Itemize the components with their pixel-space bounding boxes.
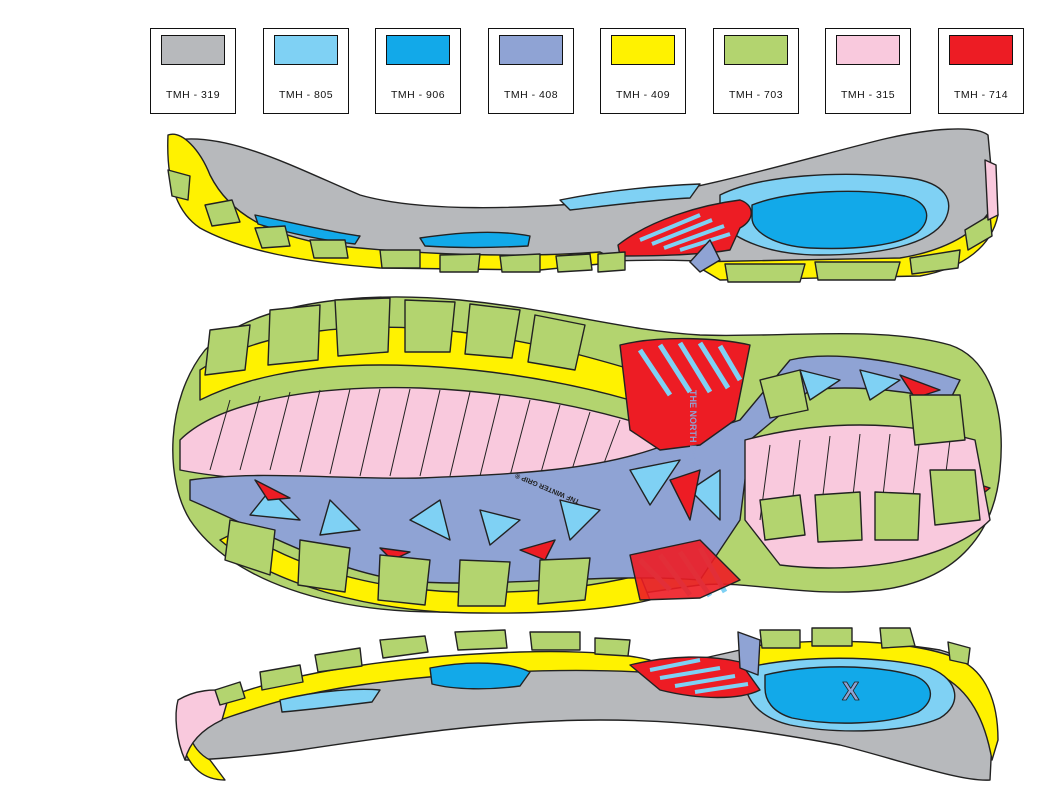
top-lug	[204, 199, 241, 227]
brand-logo-text: THE NORTH FACE	[688, 390, 698, 469]
bottom-side-view: X	[175, 627, 999, 781]
swatch-chip	[386, 35, 450, 65]
swatch-7: TMH - 714	[938, 28, 1024, 114]
swatch-code: TMH - 319	[165, 89, 221, 101]
top-mid-cushion	[419, 231, 531, 249]
top-lug	[309, 239, 349, 259]
top-lug	[379, 249, 421, 269]
swatch-chip	[499, 35, 563, 65]
top-side-view	[167, 128, 999, 283]
bottom-forefoot-cushion	[429, 662, 531, 690]
bottom-lug	[379, 635, 429, 659]
bottom-toe-pink	[175, 689, 231, 761]
swatch-code: TMH - 408	[503, 89, 559, 101]
heel-lug	[909, 394, 966, 446]
bottom-heel-cushion-dark	[764, 666, 932, 724]
color-legend: TMH - 319 TMH - 805 TMH - 906 TMH - 408 …	[0, 0, 1056, 120]
swatch-0: TMH - 319	[150, 28, 236, 114]
forefoot-lug	[334, 297, 391, 357]
heel-logo: X	[842, 676, 860, 706]
top-lug	[254, 225, 291, 249]
swatch-code: TMH - 906	[390, 89, 446, 101]
swatch-code: TMH - 805	[278, 89, 334, 101]
top-lug	[499, 253, 541, 273]
forefoot-lug	[377, 554, 431, 606]
bottom-lug	[314, 647, 363, 673]
bottom-lug	[214, 681, 246, 706]
bottom-lug	[594, 637, 631, 657]
outsole-heel-pad	[744, 424, 991, 569]
top-lug	[439, 253, 481, 273]
bottom-lug	[759, 629, 801, 649]
top-lug	[597, 251, 626, 273]
top-toe-pink	[984, 159, 999, 221]
heel-lug	[929, 469, 981, 526]
bottom-lug	[947, 641, 971, 665]
swatch-chip	[949, 35, 1013, 65]
swatch-code: TMH - 703	[728, 89, 784, 101]
forefoot-lug	[224, 519, 276, 576]
swatch-1: TMH - 805	[263, 28, 349, 114]
top-lug	[167, 169, 191, 201]
top-lug	[555, 253, 593, 273]
top-lug	[964, 214, 993, 251]
top-lug	[724, 263, 806, 283]
swatch-chip	[161, 35, 225, 65]
forefoot-lug	[457, 559, 511, 607]
swatch-3: TMH - 408	[488, 28, 574, 114]
forefoot-lug	[464, 303, 521, 359]
bottom-forefoot-cushion-light	[279, 688, 381, 713]
top-mid-cushion-light	[559, 183, 701, 211]
bottom-lug	[259, 664, 304, 691]
bottom-lug	[879, 627, 916, 649]
heel-lug	[759, 494, 806, 541]
swatch-chip	[611, 35, 675, 65]
outsole-triangles	[249, 369, 901, 546]
swatch-chip	[724, 35, 788, 65]
swatch-2: TMH - 906	[375, 28, 461, 114]
swatch-6: TMH - 315	[825, 28, 911, 114]
outsole-shank-red-bottom	[629, 539, 741, 601]
bottom-lug	[454, 629, 508, 651]
swatch-chip	[274, 35, 338, 65]
heel-lug	[874, 491, 921, 541]
swatch-chip	[836, 35, 900, 65]
swatch-4: TMH - 409	[600, 28, 686, 114]
bottom-lug	[529, 631, 581, 651]
top-heel-cushion-dark	[751, 190, 928, 250]
swatch-code: TMH - 714	[953, 89, 1009, 101]
outsole-bottom-view: THE NORTH FACE TNF WINTER GRIP ®	[172, 296, 1002, 614]
forefoot-lug	[297, 539, 351, 593]
forefoot-lug	[204, 324, 251, 376]
heel-lug	[759, 369, 809, 419]
top-lug	[814, 261, 901, 281]
heel-lug	[814, 491, 863, 543]
top-shank-red	[617, 199, 752, 257]
forefoot-lug	[527, 314, 586, 371]
forefoot-lug	[537, 557, 591, 605]
bottom-lug	[811, 627, 853, 647]
swatch-code: TMH - 315	[840, 89, 896, 101]
swatch-5: TMH - 703	[713, 28, 799, 114]
swatch-code: TMH - 409	[615, 89, 671, 101]
forefoot-lug	[404, 299, 456, 353]
top-lug	[909, 249, 961, 275]
forefoot-lug	[267, 304, 321, 366]
